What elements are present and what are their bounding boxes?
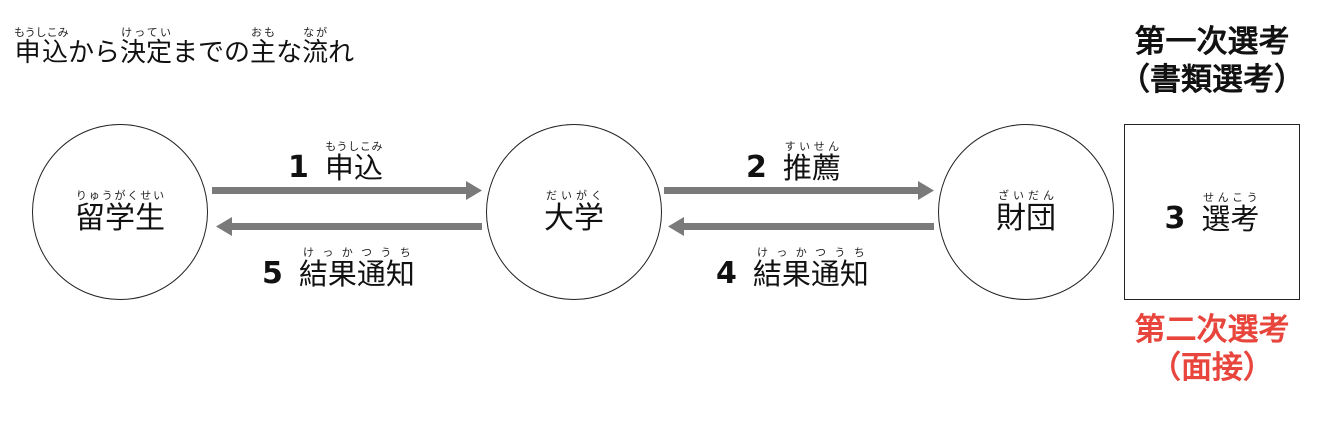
title-seg-3: までの xyxy=(172,38,251,68)
node-university: 大学だいがく xyxy=(486,124,662,300)
diagram-title: 申込もうしこみから決定けっていまでの主おもな流ながれ xyxy=(14,26,354,69)
node-foundation: 財団ざいだん xyxy=(938,124,1114,300)
step-3-label: 選考せんこう xyxy=(1201,190,1260,236)
title-seg-7: れ xyxy=(328,38,355,68)
node-university-label: 大学だいがく xyxy=(544,189,604,237)
step-1-number: 1 xyxy=(288,150,309,185)
step-3-number: 3 xyxy=(1164,200,1186,236)
step-5: 5 結果通知けっかつうち xyxy=(262,246,415,289)
step-1: 1 申込もうしこみ xyxy=(288,140,383,183)
second-stage-title: 第二次選考 xyxy=(1134,312,1290,348)
arrow-step-2 xyxy=(664,181,934,200)
arrow-step-1 xyxy=(212,181,482,200)
title-seg-4: 主おも xyxy=(250,26,277,68)
node-student-label: 留学生りゅうがくせい xyxy=(75,189,165,237)
arrow-step-5 xyxy=(216,217,482,236)
second-stage-subtitle: （面接） xyxy=(1150,349,1274,386)
title-seg-6: 流なが xyxy=(302,26,329,68)
arrow-step-4 xyxy=(668,217,934,236)
step-5-label: 結果通知けっかつうち xyxy=(298,246,415,291)
step-4-label: 結果通知けっかつうち xyxy=(752,246,869,291)
step-1-label: 申込もうしこみ xyxy=(324,140,383,185)
step-5-number: 5 xyxy=(262,256,283,291)
step-2: 2 推薦すいせん xyxy=(746,140,841,183)
title-seg-1: から xyxy=(68,38,121,68)
step-4-number: 4 xyxy=(716,256,737,291)
step-3: 3 選考せんこう xyxy=(1165,191,1260,234)
step-2-label: 推薦すいせん xyxy=(782,140,841,185)
title-seg-5: な xyxy=(276,38,303,68)
selection-box: 3 選考せんこう xyxy=(1124,124,1300,300)
first-stage-caption: 第一次選考 （書類選考） xyxy=(1102,24,1322,100)
first-stage-subtitle: （書類選考） xyxy=(1119,61,1305,98)
step-2-number: 2 xyxy=(746,150,767,185)
title-seg-2: 決定けってい xyxy=(120,26,173,68)
step-4: 4 結果通知けっかつうち xyxy=(716,246,869,289)
node-foundation-label: 財団ざいだん xyxy=(996,189,1056,237)
title-seg-0: 申込もうしこみ xyxy=(14,26,69,68)
second-stage-caption: 第二次選考 （面接） xyxy=(1102,312,1322,388)
first-stage-title: 第一次選考 xyxy=(1134,24,1290,60)
node-student: 留学生りゅうがくせい xyxy=(32,124,208,300)
